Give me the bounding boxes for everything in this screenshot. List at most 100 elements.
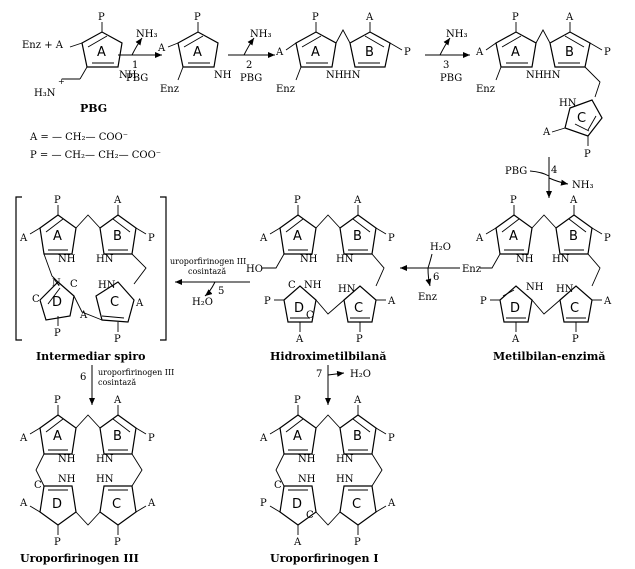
step-3-arrow: NH₃ 3 PBG [425, 29, 470, 84]
sub-p: P [148, 433, 155, 444]
ring-a-label: A [97, 45, 106, 60]
sub-a: A [569, 195, 578, 206]
sub-p: P [98, 12, 105, 23]
atom-nh: NH [304, 280, 322, 291]
sub-p: P [404, 47, 411, 58]
sub-a: A [565, 12, 574, 23]
ring-c-label: C [110, 295, 119, 310]
atom-hn: HN [96, 474, 114, 485]
atom-nh: NH [300, 254, 318, 265]
atom-nh: NH [298, 454, 316, 465]
ring-a-label: A [509, 229, 518, 244]
uroporphyrinogen-iii: P A A P A A A B D C NH HN NH HN C P P Ur… [19, 395, 156, 565]
atom-nh: NH [119, 70, 137, 81]
sub-p: P [148, 233, 155, 244]
uroporphyrinogen-i: P A A P P A A B D C NH HN NH HN C C A P … [259, 395, 396, 565]
ring-b-label: B [353, 429, 362, 444]
sub-a: A [113, 195, 122, 206]
enzyme-cosyn-name: uroporfirinogen III [98, 368, 174, 377]
ring-b-label: B [569, 229, 578, 244]
sub-p: P [114, 334, 121, 345]
ring-a-label: A [193, 45, 202, 60]
sub-a: A [353, 395, 362, 406]
sub-p: P [260, 498, 267, 509]
reagent-nh3: NH₃ [136, 29, 157, 40]
sub-p: P [54, 195, 61, 206]
spiro-intermediate: P A A P A B D C NH HN N C C HN A P P A I… [15, 195, 167, 363]
atom-hn: HN [336, 254, 354, 265]
atom-nh: NH [526, 282, 544, 293]
ring-a-label: A [511, 45, 520, 60]
ring-c-label: C [112, 497, 121, 512]
ring-d-label: D [52, 295, 62, 310]
sub-a: A [365, 12, 374, 23]
atom-c: C [274, 480, 282, 491]
sub-a: A [259, 233, 268, 244]
ring-c-label: C [570, 301, 579, 316]
atom-c: C [32, 294, 40, 305]
enzyme-cosyn-name: uroporfirinogen III [170, 257, 246, 266]
sub-a: A [387, 498, 396, 509]
enzyme-dipyrrole: P A A P A B NH HN Enz [275, 12, 411, 95]
step-number: 4 [551, 165, 557, 176]
sub-a: A [79, 310, 88, 321]
sub-p: P [264, 296, 271, 307]
sub-p: P [512, 12, 519, 23]
label-meb: Metilbilan-enzimă [493, 350, 606, 363]
atom-enz: Enz [476, 84, 495, 95]
sub-p: P [312, 12, 319, 23]
ring-a-label: A [53, 229, 62, 244]
sub-a: A [353, 195, 362, 206]
ring-d-label: D [294, 301, 304, 316]
sub-a: A [259, 433, 268, 444]
atom-hn: HN [552, 254, 570, 265]
reagent-h2o: H₂O [430, 242, 451, 253]
atom-enz: Enz [160, 84, 179, 95]
ring-d-label: D [292, 497, 302, 512]
sub-p: P [480, 296, 487, 307]
step-4-arrow: PBG 4 NH₃ [505, 157, 593, 198]
sub-a: A [475, 47, 484, 58]
atom-c: C [306, 510, 314, 521]
methylbilane-enzyme: P A A P Enz A B D C NH HN NH HN P A A P … [462, 195, 612, 363]
atom-hn: HN [336, 454, 354, 465]
reagent-pbg: PBG [440, 73, 462, 84]
atom-hn: HN [338, 284, 356, 295]
reagent-pbg: PBG [240, 73, 262, 84]
charge-plus: + [58, 77, 65, 86]
sub-p: P [510, 195, 517, 206]
ring-b-label: B [565, 45, 574, 60]
label-pbg: PBG [80, 102, 107, 115]
sub-a: A [475, 233, 484, 244]
reagent-pbg: PBG [505, 166, 527, 177]
sub-p: P [194, 12, 201, 23]
atom-nh: NH [214, 70, 232, 81]
sub-p: P [354, 537, 361, 548]
step-2-arrow: NH₃ 2 PBG [228, 29, 275, 84]
atom-hn: HN [98, 280, 116, 291]
sub-a: A [19, 233, 28, 244]
atom-nh: NH [58, 254, 76, 265]
atom-hn: HN [343, 70, 361, 81]
ring-b-label: B [113, 229, 122, 244]
ring-c-label: C [577, 111, 586, 126]
sub-a: A [147, 498, 156, 509]
atom-c: C [306, 310, 314, 321]
atom-c: C [70, 279, 78, 290]
sub-p: P [54, 328, 61, 339]
substituent-legend: A = — CH₂— COO⁻ P = — CH₂— CH₂— COO⁻ [29, 132, 161, 161]
sub-p: P [114, 537, 121, 548]
step-number: 2 [246, 60, 252, 71]
pbg-molecule: P Enz + A A NH H₃N + PBG [22, 12, 137, 115]
atom-hn: HN [556, 284, 574, 295]
reagent-nh3: NH₃ [446, 29, 467, 40]
sub-p: P [294, 395, 301, 406]
sub-p: P [388, 433, 395, 444]
sub-a: A [113, 395, 122, 406]
step-6-arrow: uroporfirinogen III cosintază 5 H₂O [170, 257, 250, 308]
ring-c-label: C [354, 301, 363, 316]
ring-a-label: A [293, 229, 302, 244]
reagent-pbg: PBG [126, 73, 148, 84]
sub-a: A [275, 47, 284, 58]
atom-hn: HN [543, 70, 561, 81]
